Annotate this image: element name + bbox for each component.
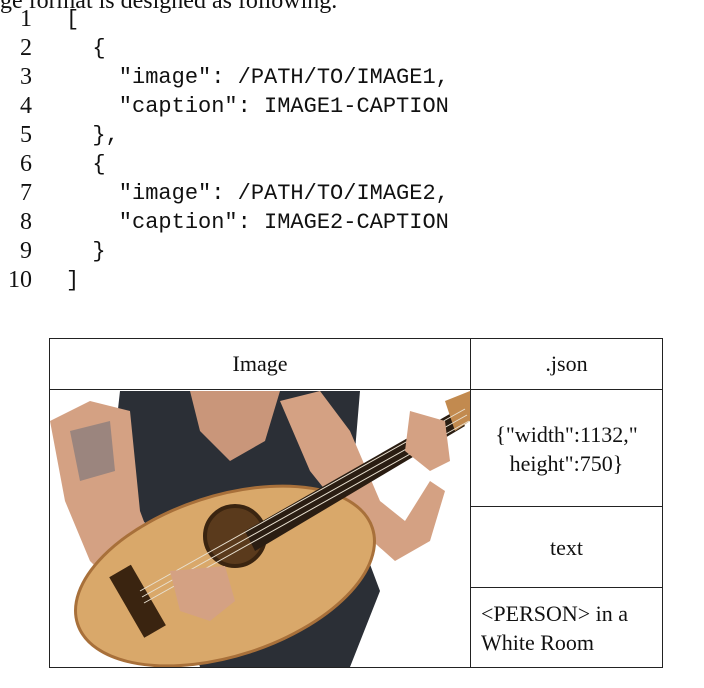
code-text: [	[66, 7, 80, 32]
line-number: 4	[20, 93, 32, 119]
json-value-cell: {"width":1132," height":750}	[471, 391, 662, 507]
code-text: "caption": IMAGE1-CAPTION	[66, 94, 449, 119]
code-text: {	[66, 36, 106, 61]
line-number: 2	[20, 35, 32, 61]
code-text: {	[66, 152, 106, 177]
code-text: "caption": IMAGE2-CAPTION	[66, 210, 449, 235]
line-number: 9	[20, 238, 32, 264]
line-number: 8	[20, 209, 32, 235]
code-text: ]	[66, 268, 80, 293]
header-image: Image	[50, 339, 470, 390]
heading-fragment: ge format is designed as following.	[0, 0, 338, 14]
line-number: 5	[20, 122, 32, 148]
code-text: },	[66, 123, 119, 148]
caption-line2: White Room	[481, 630, 595, 655]
line-number: 1	[20, 6, 32, 32]
caption-line1: <PERSON> in a	[481, 601, 629, 626]
code-text: "image": /PATH/TO/IMAGE2,	[66, 181, 449, 206]
code-text: "image": /PATH/TO/IMAGE1,	[66, 65, 449, 90]
line-number: 3	[20, 64, 32, 90]
line-number: 10	[8, 267, 32, 293]
example-table: Image .json	[49, 338, 663, 668]
text-label: text	[550, 535, 583, 560]
column-divider	[470, 339, 471, 667]
guitar-photo	[50, 391, 470, 667]
header-json: .json	[471, 339, 662, 390]
json-value-line2: height":750}	[509, 450, 624, 476]
line-number: 7	[20, 180, 32, 206]
code-text: }	[66, 239, 106, 264]
line-number: 6	[20, 151, 32, 177]
json-value-line1: {"width":1132,"	[495, 421, 638, 447]
sample-image	[50, 391, 470, 667]
text-label-cell: text	[471, 508, 662, 588]
caption-cell: <PERSON> in a White Room	[471, 589, 662, 667]
